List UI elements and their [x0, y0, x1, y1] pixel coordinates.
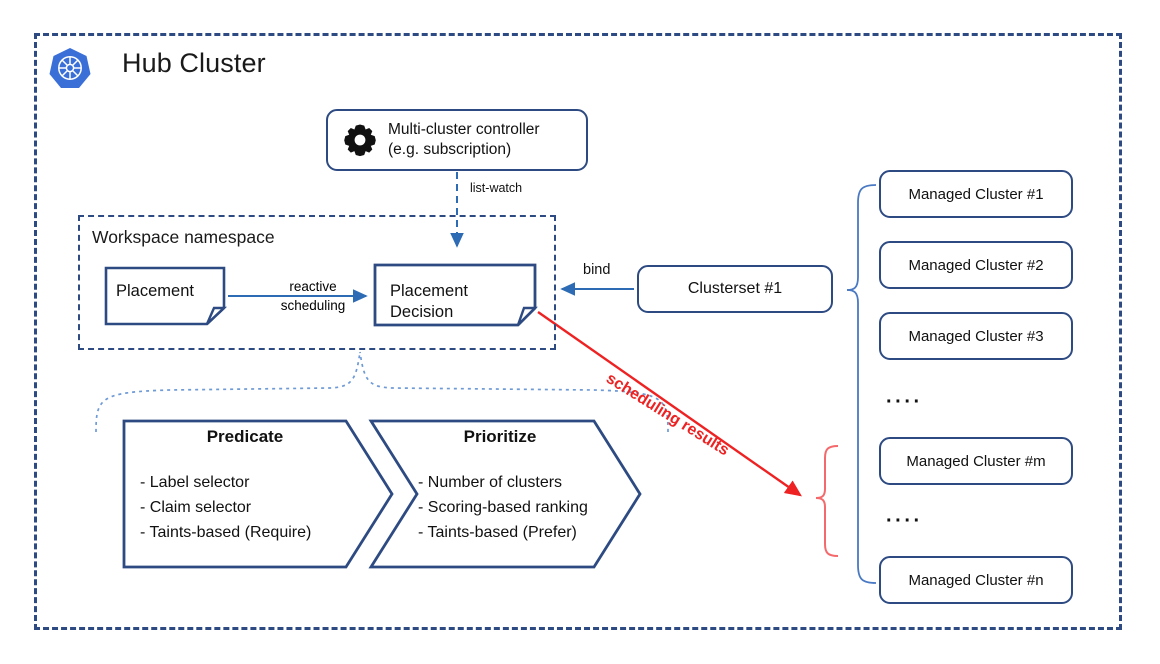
workspace-namespace-frame	[78, 215, 556, 350]
multi-cluster-controller-node[interactable]: Multi-cluster controller (e.g. subscript…	[326, 109, 588, 171]
predicate-item: - Label selector	[140, 474, 250, 491]
workspace-namespace-title: Workspace namespace	[92, 227, 275, 247]
page-title: Hub Cluster	[122, 48, 266, 78]
managed-cluster-3[interactable]: Managed Cluster #3	[879, 312, 1073, 360]
hub-cluster-frame	[34, 33, 1122, 630]
ellipsis-upper: ····	[886, 391, 923, 413]
managed-cluster-m[interactable]: Managed Cluster #m	[879, 437, 1073, 485]
gear-icon	[340, 120, 380, 160]
predicate-title: Predicate	[206, 427, 284, 446]
kubernetes-icon	[48, 46, 92, 90]
managed-cluster-label: Managed Cluster #n	[908, 571, 1044, 589]
controller-label: Multi-cluster controller (e.g. subscript…	[388, 120, 540, 161]
prioritize-item: - Taints-based (Prefer)	[418, 523, 577, 541]
reactive-scheduling-line-1: reactive	[289, 279, 337, 294]
managed-cluster-2[interactable]: Managed Cluster #2	[879, 241, 1073, 289]
prioritize-title: Prioritize	[463, 427, 537, 446]
clusterset-node[interactable]: Clusterset #1	[637, 265, 833, 313]
placement-decision-line-1: Placement	[390, 282, 468, 300]
clusterset-label: Clusterset #1	[687, 280, 783, 297]
managed-cluster-n[interactable]: Managed Cluster #n	[879, 556, 1073, 604]
ellipsis-lower: ····	[886, 510, 923, 532]
controller-line-2: (e.g. subscription)	[388, 141, 512, 158]
prioritize-item: - Scoring-based ranking	[418, 498, 588, 516]
placement-decision-line-2: Decision	[390, 303, 454, 322]
managed-cluster-label: Managed Cluster #1	[908, 185, 1044, 203]
prioritize-list: - Number of clusters - Scoring-based ran…	[418, 471, 588, 545]
predicate-item: - Claim selector	[140, 498, 252, 516]
managed-cluster-1[interactable]: Managed Cluster #1	[879, 170, 1073, 218]
reactive-scheduling-line-2: scheduling	[280, 298, 346, 314]
managed-cluster-label: Managed Cluster #2	[908, 256, 1044, 274]
placement-label: Placement	[116, 282, 194, 300]
controller-line-1: Multi-cluster controller	[388, 120, 540, 138]
bind-label: bind	[583, 262, 611, 278]
predicate-item: - Taints-based (Require)	[140, 523, 312, 541]
list-watch-label: list-watch	[470, 181, 523, 195]
managed-cluster-label: Managed Cluster #3	[908, 327, 1044, 345]
prioritize-item: - Number of clusters	[418, 474, 563, 491]
predicate-list: - Label selector - Claim selector - Tain…	[140, 471, 311, 545]
reactive-scheduling-label: reactive scheduling	[258, 277, 368, 315]
placement-node[interactable]: Placement	[116, 281, 194, 302]
managed-cluster-label: Managed Cluster #m	[906, 452, 1046, 470]
placement-decision-node[interactable]: Placement Decision	[390, 281, 468, 323]
